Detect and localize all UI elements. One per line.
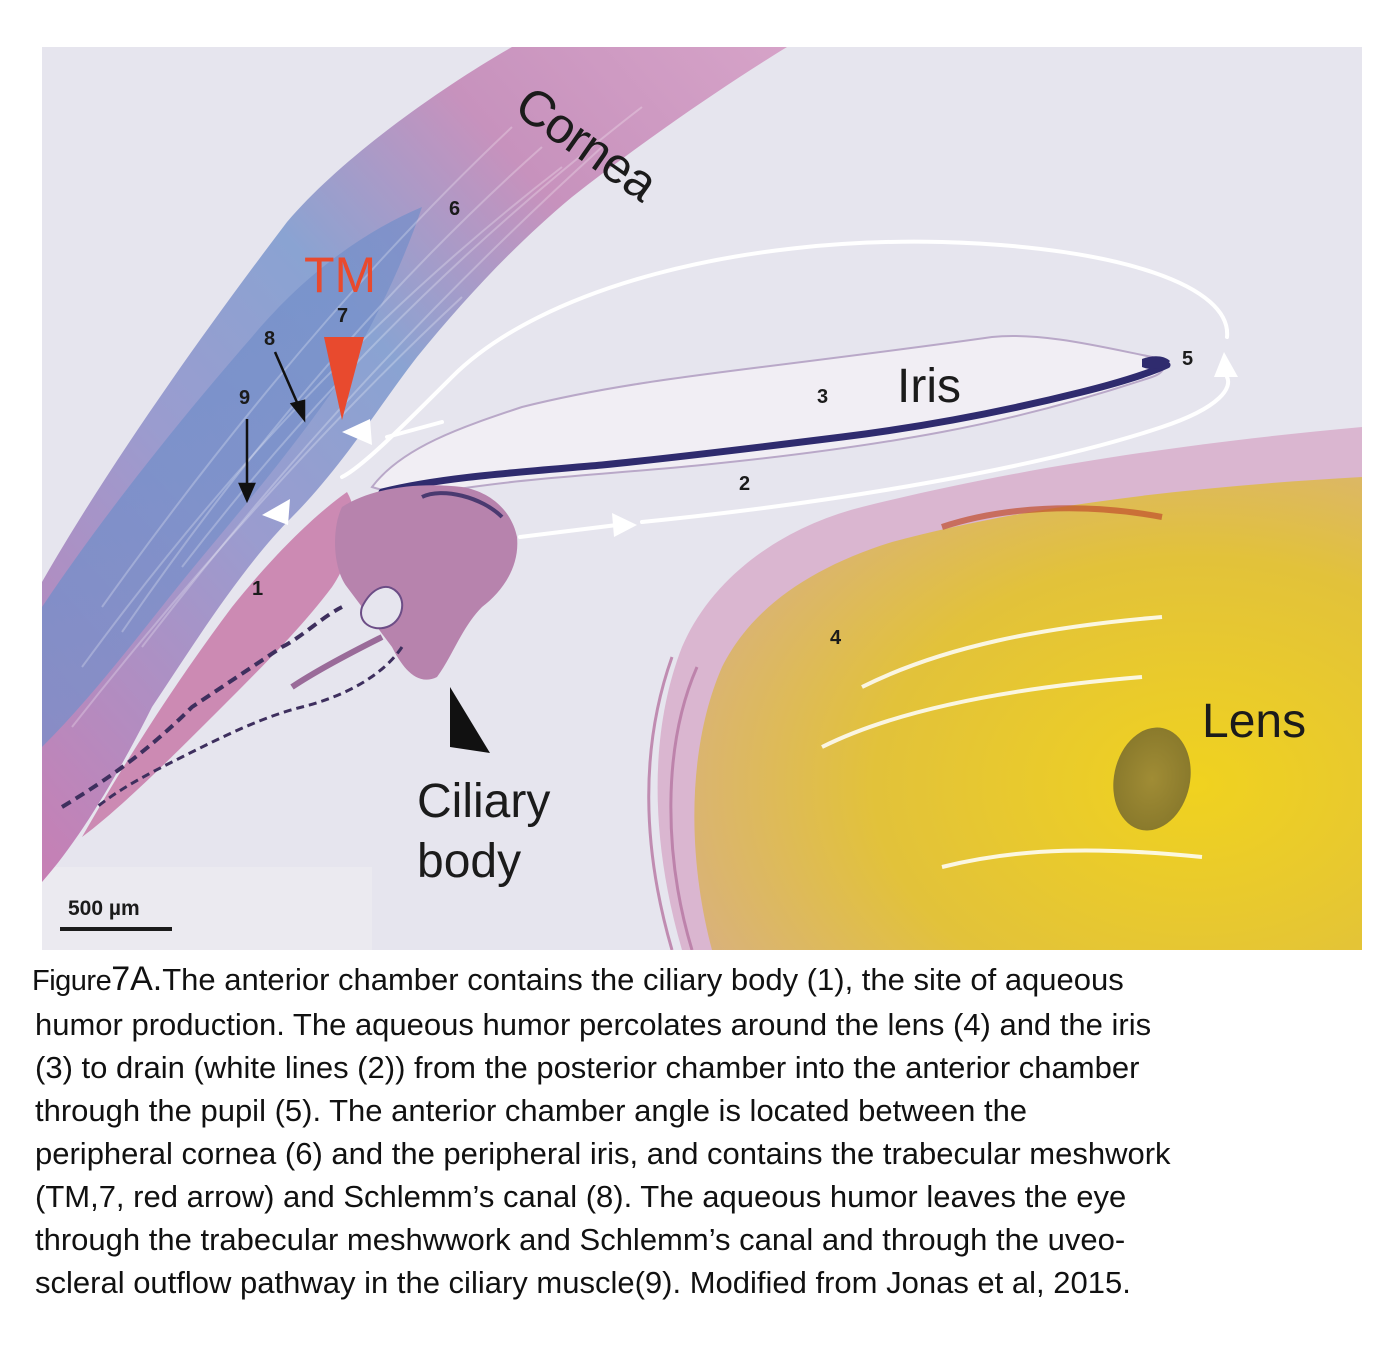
caption-line-6: (TM,7, red arrow) and Schlemm’s canal (8… <box>35 1179 1127 1214</box>
label-tm: TM <box>304 247 376 303</box>
caption-line-2: humor production. The aqueous humor perc… <box>35 1007 1152 1042</box>
label-arrows <box>238 351 306 504</box>
caption-prefix: Figure <box>32 965 112 997</box>
ciliary-body-tissue <box>96 485 518 809</box>
histology-figure-panel: Cornea TM Iris Ciliary body Lens 1 2 3 4… <box>42 47 1362 950</box>
label-number-7: 7 <box>337 305 348 327</box>
lens-tissue <box>647 427 1362 950</box>
label-number-6: 6 <box>449 198 460 220</box>
histology-micrograph: Cornea TM Iris Ciliary body Lens 1 2 3 4… <box>42 47 1362 950</box>
flow-arrowheads <box>262 352 1238 537</box>
scale-bar-label: 500 µm <box>68 897 140 920</box>
label-lens: Lens <box>1202 695 1306 748</box>
label-iris: Iris <box>897 360 961 413</box>
label-number-3: 3 <box>817 386 828 408</box>
label-number-9: 9 <box>239 387 250 409</box>
caption-line-1: Figure7A.The anterior chamber contains t… <box>32 958 1372 1003</box>
caption-line-text: The anterior chamber contains the ciliar… <box>162 962 1124 997</box>
caption-line-3: (3) to drain (white lines (2)) from the … <box>35 1050 1140 1085</box>
aqueous-flow-lines <box>340 239 1231 539</box>
label-number-1: 1 <box>252 578 263 600</box>
label-number-8: 8 <box>264 328 275 350</box>
label-number-2: 2 <box>739 473 750 495</box>
label-number-5: 5 <box>1182 348 1193 370</box>
ciliary-body-black-arrow <box>450 687 490 753</box>
caption-line-8: scleral outflow pathway in the ciliary m… <box>35 1265 1131 1300</box>
caption-line-5: peripheral cornea (6) and the peripheral… <box>35 1136 1171 1171</box>
label-ciliary-line2: body <box>417 835 521 888</box>
caption-figure-number: 7A. <box>111 960 163 998</box>
label-number-4: 4 <box>830 627 842 649</box>
figure-caption: Figure7A.The anterior chamber contains t… <box>32 958 1372 1304</box>
tm-red-arrow <box>324 337 364 420</box>
caption-line-7: through the trabecular meshwwork and Sch… <box>35 1222 1126 1257</box>
caption-line-4: through the pupil (5). The anterior cham… <box>35 1093 1028 1128</box>
iris-tissue <box>370 335 1171 496</box>
label-ciliary-line1: Ciliary <box>417 775 550 828</box>
scale-bar: 500 µm <box>60 897 172 931</box>
